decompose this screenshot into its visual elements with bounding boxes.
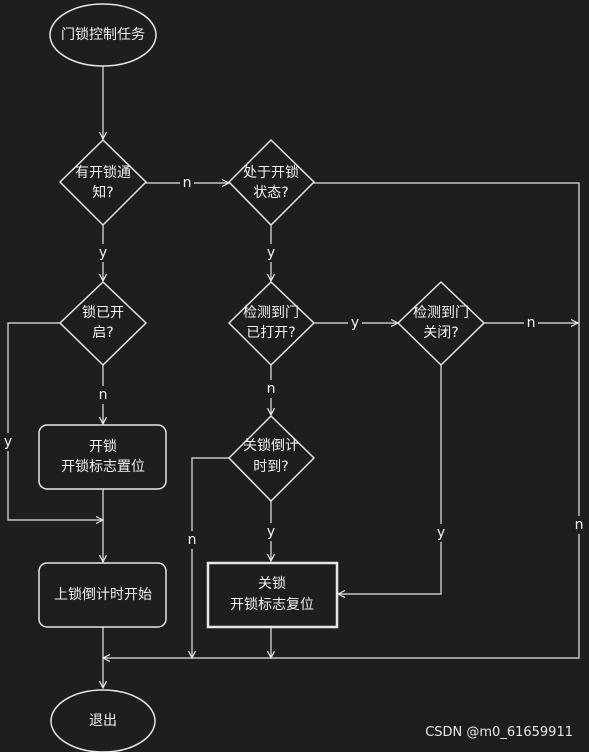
decision-unlock-notice-line1: 有开锁通: [75, 165, 131, 181]
label-state-yes: y: [267, 245, 275, 261]
process-lock: 关锁 开锁标志复位: [206, 561, 339, 629]
decision-door-opened: 检测到门 已打开?: [227, 280, 316, 367]
process-unlock: 开锁 开锁标志置位: [38, 424, 167, 490]
process-lock-line1: 关锁: [258, 576, 286, 592]
label-lockopen-no: n: [99, 387, 108, 403]
process-lock-line2: 开锁标志复位: [230, 596, 314, 613]
decision-door-opened-line1: 检测到门: [243, 305, 299, 321]
process-unlock-line1: 开锁: [89, 439, 117, 455]
decision-lock-open-line1: 锁已开: [82, 305, 124, 321]
end-node: 退出: [50, 689, 156, 752]
label-state-no: n: [575, 517, 584, 533]
label-dooropen-no: n: [267, 381, 276, 397]
decision-lock-open: 锁已开 启?: [58, 280, 148, 367]
label-notice-yes: y: [99, 245, 107, 261]
watermark: CSDN @m0_61659911: [425, 725, 573, 740]
decision-unlocked-state-line2: 状态?: [253, 185, 288, 201]
decision-countdown: 关锁倒计 时到?: [227, 414, 316, 503]
process-unlock-line2: 开锁标志置位: [61, 459, 145, 475]
label-notice-no: n: [183, 175, 192, 191]
decision-unlocked-state-line1: 处于开锁: [243, 165, 299, 181]
process-start-countdown-label: 上锁倒计时开始: [54, 587, 152, 603]
decision-unlocked-state: 处于开锁 状态?: [227, 138, 316, 227]
process-start-countdown: 上锁倒计时开始: [38, 562, 167, 628]
label-dooropen-yes: y: [351, 315, 359, 331]
end-label: 退出: [89, 713, 117, 729]
decision-unlock-notice: 有开锁通 知?: [58, 138, 148, 227]
decision-countdown-line2: 时到?: [253, 459, 288, 475]
label-doorclosed-no: n: [527, 315, 536, 331]
decision-door-closed: 检测到门 关闭?: [396, 280, 486, 367]
edge-labels: n y y y n y n n y n y n: [1, 173, 586, 549]
connectors: [7, 66, 580, 688]
decision-countdown-line1: 关锁倒计: [243, 438, 299, 454]
label-countdown-no: n: [188, 532, 197, 548]
edge-lockopen-yes-bypass: [7, 322, 103, 520]
decision-door-opened-line2: 已打开?: [246, 324, 295, 341]
decision-lock-open-line2: 启?: [92, 325, 113, 341]
edge-doorclosed-yes: [338, 365, 442, 594]
label-doorclosed-yes: y: [437, 525, 445, 541]
edge-state-to-right-bus: [103, 182, 580, 658]
start-node: 门锁控制任务: [49, 3, 157, 67]
decision-door-closed-line1: 检测到门: [413, 305, 469, 321]
edge-countdown-no: [192, 457, 229, 658]
decision-unlock-notice-line2: 知?: [92, 184, 113, 201]
start-label: 门锁控制任务: [61, 27, 145, 43]
label-countdown-yes: y: [267, 524, 275, 540]
label-lockopen-yes: y: [4, 434, 12, 450]
decision-door-closed-line2: 关闭?: [423, 325, 458, 341]
